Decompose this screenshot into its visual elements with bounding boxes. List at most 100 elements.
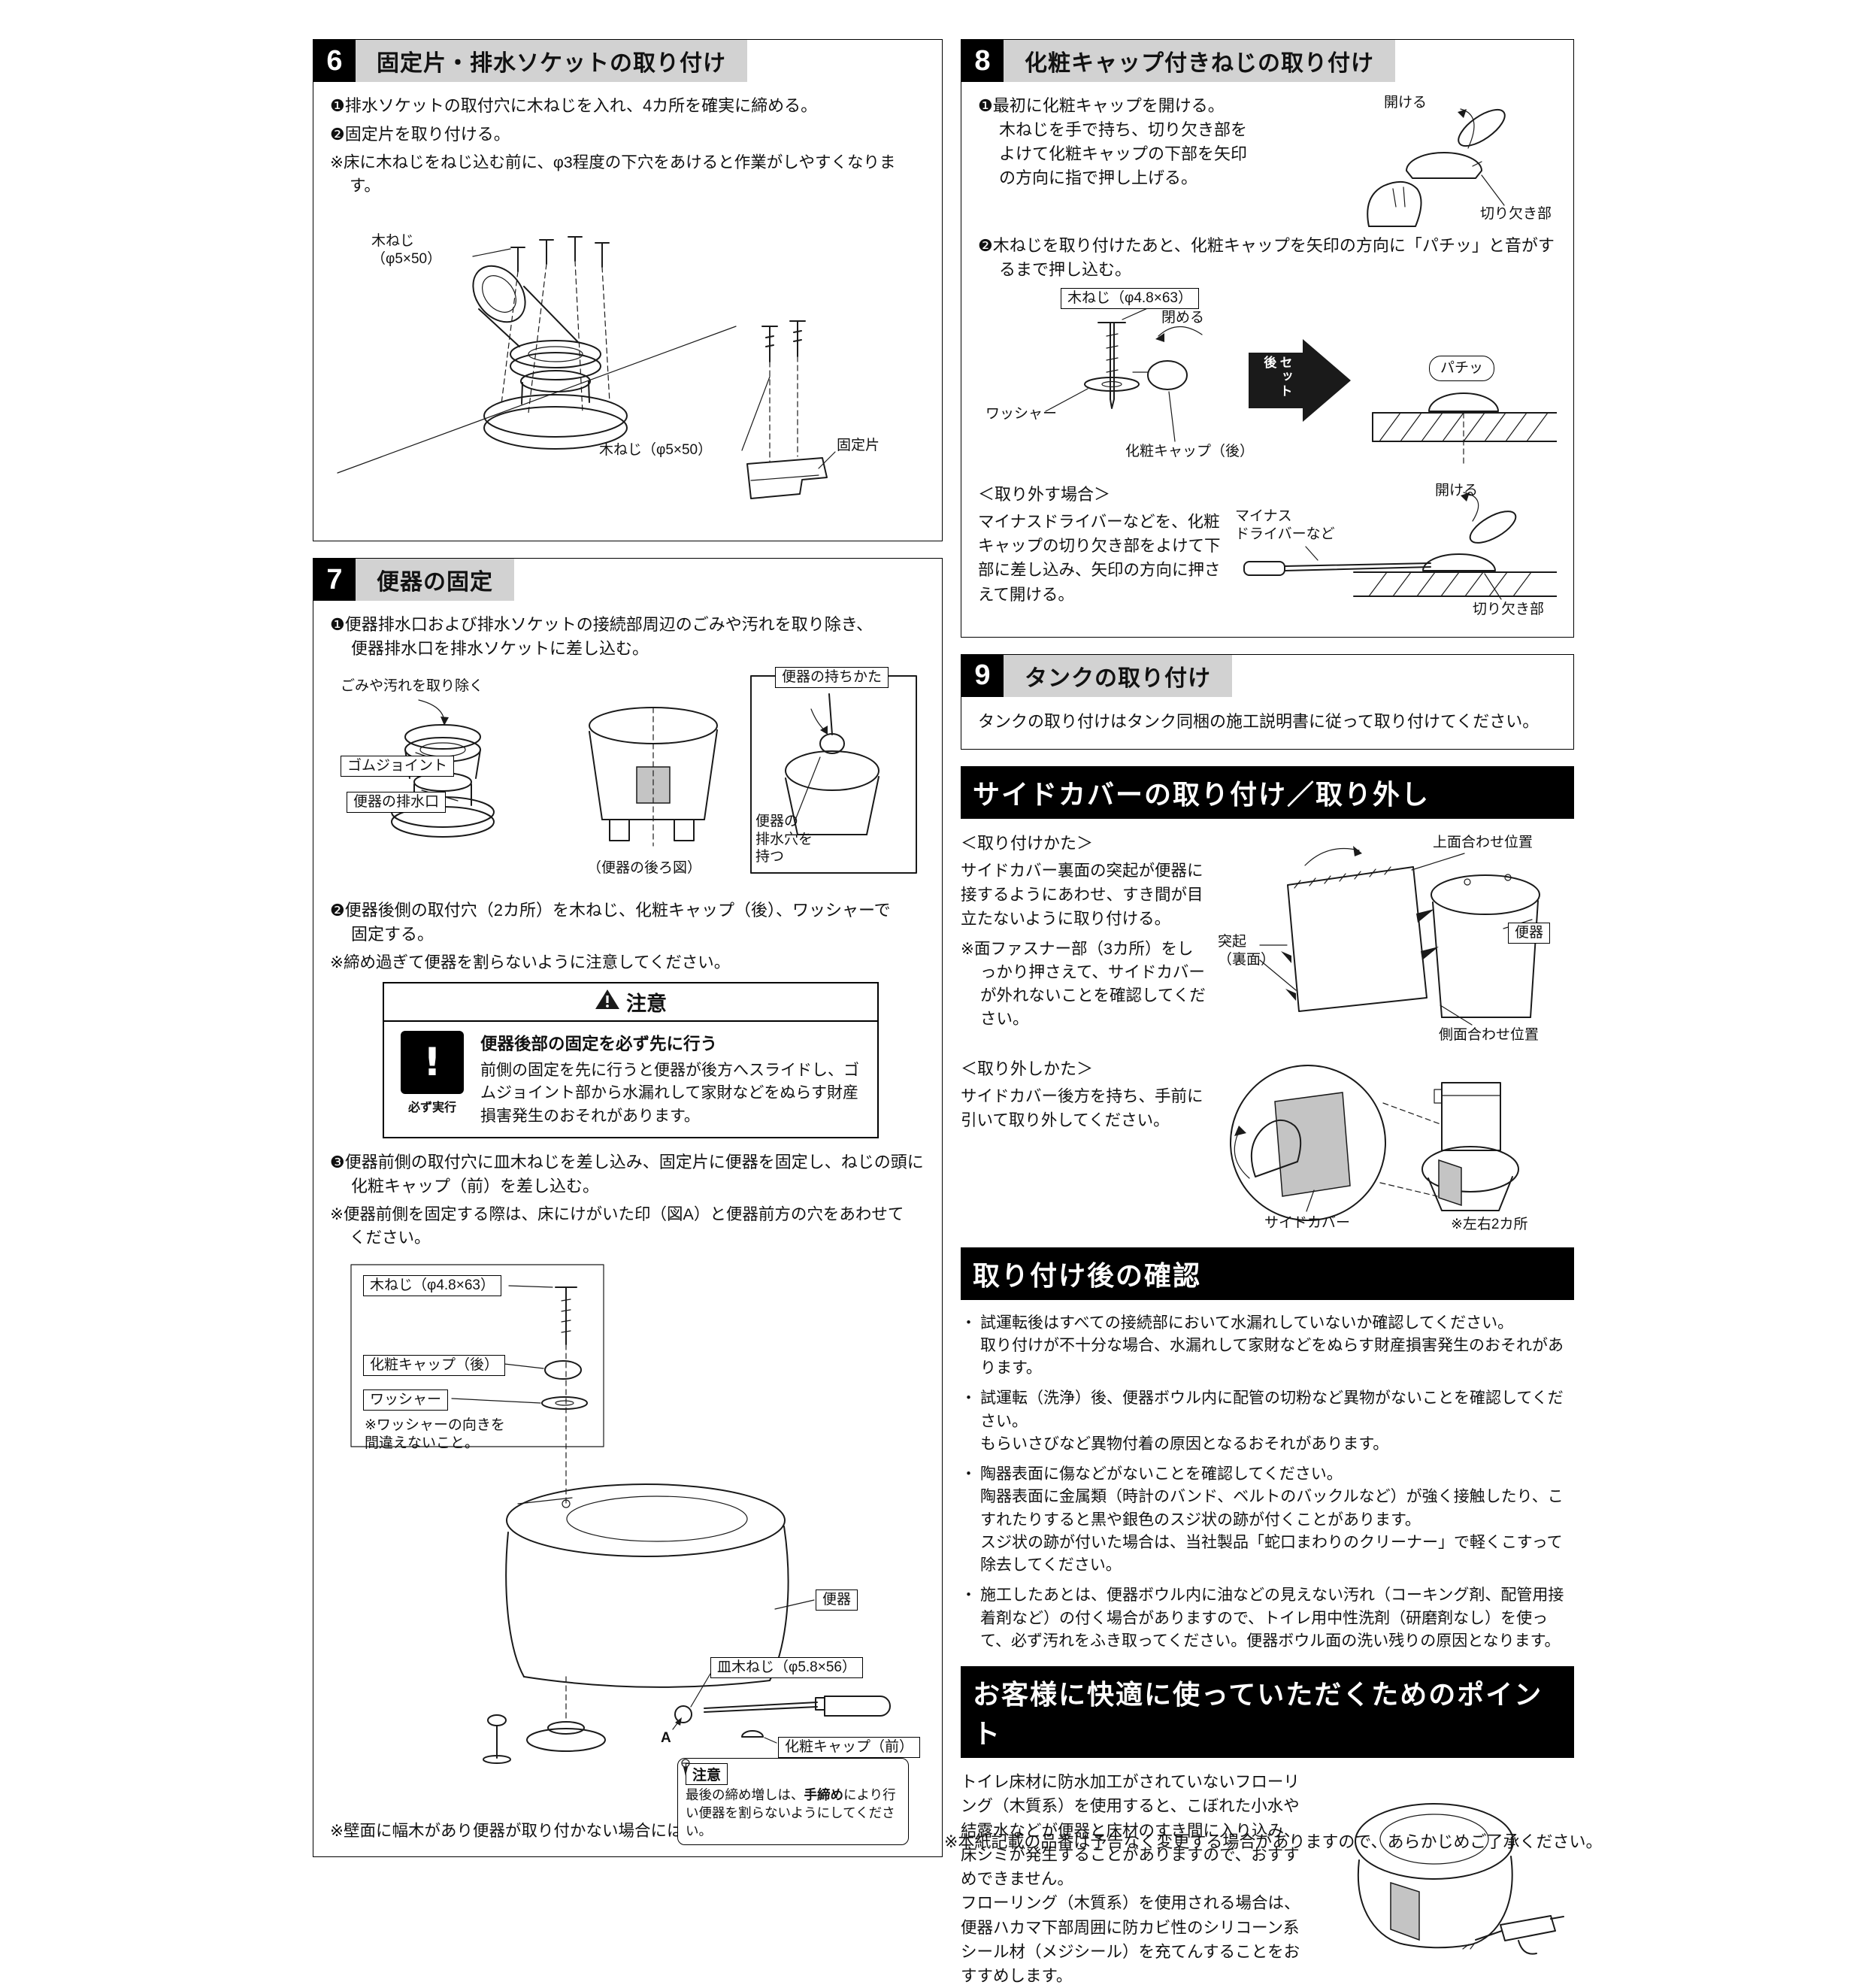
label-washer: ワッシャー [363, 1389, 449, 1411]
label-toilet: 便器 [1508, 922, 1551, 944]
step-text: ❶排水ソケットの取付穴に木ねじを入れ、4カ所を確実に締める。 [330, 96, 818, 115]
mini-caution-box: 注意 最後の締め増しは、手締めにより行い便器を割らないようにしてください。 [677, 1758, 909, 1846]
check-section: 取り付け後の確認 試運転後はすべての接続部において水漏れしていないか確認してくだ… [961, 1247, 1574, 1660]
mini-caution-header: 注意 [681, 1759, 901, 1786]
label-remove-dirt: ごみや汚れを取り除く [341, 677, 484, 694]
check-item: 試運転後はすべての接続部において水漏れしていないか確認してください。 取り付けが… [961, 1312, 1574, 1380]
label-wood-screw-2: 木ねじ（φ5×50） [599, 442, 713, 459]
mini-caution-text: 最後の締め増しは、手締めにより行い便器を割らないようにしてください。 [686, 1786, 901, 1840]
section-9-title: タンクの取り付け [1004, 654, 1232, 697]
drain-socket-diagram: 木ねじ （φ5×50） 木ねじ（φ5×50） 固定片 [330, 202, 924, 526]
step-text: ❷固定片を取り付ける。 [330, 124, 510, 144]
caution-body: ! 必ず実行 便器後部の固定を必ず先に行う 前側の固定を先に行うと便器が後方へス… [384, 1022, 877, 1137]
section-6: 6 固定片・排水ソケットの取り付け ❶排水ソケットの取付穴に木ねじを入れ、4カ所… [313, 39, 943, 542]
label-wood-screw-1: 木ねじ （φ5×50） [371, 233, 442, 267]
label-rear-view-caption: （便器の後ろ図） [587, 859, 702, 876]
side-cover-detach-diagram: サイドカバー ※左右2カ所 [1216, 1056, 1570, 1237]
section-9: 9 タンクの取り付け タンクの取り付けはタンク同梱の施工説明書に従って取り付けて… [961, 653, 1574, 750]
left-column: 6 固定片・排水ソケットの取り付け ❶排水ソケットの取付穴に木ねじを入れ、4カ所… [313, 39, 943, 1988]
side-cover-attach-illustration [1259, 845, 1540, 1026]
caution-header: 注意 [384, 983, 877, 1022]
label-flat-driver: マイナス ドライバーなど [1235, 508, 1335, 542]
drain-socket-illustration [337, 236, 836, 500]
label-wood-screw: 木ねじ（φ4.8×63） [363, 1275, 501, 1297]
label-close: 閉める [1161, 309, 1205, 326]
cap-open-illustration [1367, 108, 1506, 227]
section-8-body: ❶最初に化粧キャップを開ける。 木ねじを手で持ち、切り欠き部をよけて化粧キャップ… [961, 82, 1573, 637]
must-do-label: 必ず実行 [407, 1101, 456, 1114]
step-text: ❷木ねじを取り付けたあと、化粧キャップを矢印の方向に「パチッ」と音がするまで押し… [978, 236, 1555, 279]
section-6-title: 固定片・排水ソケットの取り付け [356, 40, 747, 82]
cap-close-illustration [1045, 299, 1557, 465]
sealant-illustration [1355, 1803, 1564, 1955]
label-protrusion: 突起 （裏面） [1218, 933, 1276, 968]
points-body: トイレ床材に防水加工がされていないフローリング（木質系）を使用すると、こぼれた小… [961, 1773, 1300, 1986]
label-side-align: 側面合わせ位置 [1439, 1026, 1540, 1043]
section-6-number: 6 [313, 40, 356, 82]
label-notch: 切り欠き部 [1480, 206, 1552, 222]
detach-text-block: ＜取り外しかた＞ サイドカバー後方を持ち、手前に引いて取り外してください。 [961, 1056, 1209, 1237]
caution-text-column: 便器後部の固定を必ず先に行う 前側の固定を先に行うと便器が後方へスライドし、ゴム… [480, 1031, 867, 1128]
label-set-after: セット後 [1261, 355, 1292, 399]
label-cap-rear: 化粧キャップ（後） [363, 1355, 506, 1377]
note-text: ※便器前側を固定する際は、床にけがいた印（図A）と便器前方の穴をあわせて くださ… [330, 1205, 904, 1247]
detach-title: ＜取り外しかた＞ [961, 1059, 1094, 1078]
mini-caution-post: により行い便器を割らないようにしてください。 [686, 1787, 896, 1838]
manual-page: 6 固定片・排水ソケットの取り付け ❶排水ソケットの取付穴に木ねじを入れ、4カ所… [0, 0, 1865, 1865]
check-item: 試運転（洗浄）後、便器ボウル内に配管の切粉など異物がないことを確認してください。… [961, 1387, 1574, 1456]
removal-body: マイナスドライバーなどを、化粧キャップの切り欠き部をよけて下部に差し込み、矢印の… [978, 512, 1221, 604]
points-row: トイレ床材に防水加工がされていないフローリング（木質系）を使用すると、こぼれた小… [961, 1770, 1574, 1988]
note-text: ※締め過ぎて便器を割らないように注意してください。 [330, 953, 731, 971]
sealant-diagram [1322, 1770, 1570, 1959]
label-notch: 切り欠き部 [1473, 601, 1545, 617]
label-how-to-hold: 便器の持ちかた [775, 666, 889, 688]
side-cover-attach-diagram: 上面合わせ位置 便器 突起 （裏面） 側面合わせ位置 [1216, 831, 1570, 1049]
label-open: 開ける [1384, 95, 1428, 111]
section-9-number: 9 [961, 654, 1004, 697]
note-text: ※床に木ねじをねじ込む前に、φ3程度の下穴をあけると作業がしやすくなります。 [330, 153, 896, 195]
section-8-title: 化粧キャップ付きねじの取り付け [1004, 40, 1395, 82]
check-banner: 取り付け後の確認 [961, 1247, 1574, 1300]
toilet-fixing-illustration [350, 1264, 891, 1765]
step-text: ❶便器排水口および排水ソケットの接続部周辺のごみや汚れを取り除き、 便器排水口を… [330, 615, 873, 659]
section-8: 8 化粧キャップ付きねじの取り付け ❶最初に化粧キャップを開ける。 木ねじを手で… [961, 39, 1574, 638]
two-column-layout: 6 固定片・排水ソケットの取り付け ❶排水ソケットの取付穴に木ねじを入れ、4カ所… [313, 39, 1865, 1988]
removal-row: ＜取り外す場合＞ マイナスドライバーなどを、化粧キャップの切り欠き部をよけて下部… [978, 482, 1557, 622]
section-9-body: タンクの取り付けはタンク同梱の施工説明書に従って取り付けてください。 [961, 697, 1573, 749]
label-rubber-joint: ゴムジョイント [341, 755, 455, 777]
detach-body: サイドカバー後方を持ち、手前に引いて取り外してください。 [961, 1086, 1203, 1130]
right-column: 8 化粧キャップ付きねじの取り付け ❶最初に化粧キャップを開ける。 木ねじを手で… [961, 39, 1574, 1988]
part-number-note: ※本紙記載の品番は予告なく変更する場合がありますので、あらかじめご了承ください。 [944, 1832, 1603, 1851]
cap-removal-illustration [1243, 492, 1557, 600]
section-7: 7 便器の固定 ❶便器排水口および排水ソケットの接続部周辺のごみや汚れを取り除き… [313, 558, 943, 1858]
step-text: ❷便器後側の取付穴（2カ所）を木ねじ、化粧キャップ（後）、ワッシャーで 固定する… [330, 900, 891, 944]
label-wood-screw: 木ねじ（φ4.8×63） [1061, 287, 1199, 309]
toilet-fixing-diagram: 木ねじ（φ4.8×63） 化粧キャップ（後） ワッシャー ※ワッシャーの向きを … [330, 1256, 924, 1846]
check-item: 陶器表面に傷などがないことを確認してください。 陶器表面に金属類（時計のバンド、… [961, 1463, 1574, 1577]
exclamation-icon: ! [423, 1039, 441, 1085]
section-7-title: 便器の固定 [356, 559, 514, 602]
section-7-header: 7 便器の固定 [313, 559, 942, 602]
section-9-header: 9 タンクの取り付け [961, 654, 1573, 697]
attach-text-block: ＜取り付けかた＞ サイドカバー裏面の突起が便器に接するようにあわせ、すき間が目立… [961, 831, 1209, 1049]
removal-text-block: ＜取り外す場合＞ マイナスドライバーなどを、化粧キャップの切り欠き部をよけて下部… [978, 482, 1226, 622]
caution-box: 注意 ! 必ず実行 便器後部の固定を必ず先に行う 前側の固 [383, 981, 879, 1139]
side-cover-banner: サイドカバーの取り付け／取り外し [961, 765, 1574, 819]
mini-caution-bold: 手締め [804, 1787, 844, 1803]
label-washer-note: ※ワッシャーの向きを 間違えないこと。 [365, 1417, 505, 1452]
caution-word: 注意 [626, 992, 667, 1015]
label-flat-screw: 皿木ねじ（φ5.8×56） [710, 1657, 863, 1679]
cap-removal-diagram: マイナス ドライバーなど 開ける 切り欠き部 [1234, 482, 1557, 622]
cap-open-diagram: 開ける 切り欠き部 [1256, 94, 1557, 228]
label-open: 開ける [1435, 482, 1479, 499]
label-mark-a: A [661, 1730, 671, 1747]
attach-body: サイドカバー裏面の突起が便器に接するようにあわせ、すき間が目立たないように取り付… [961, 861, 1203, 929]
step-text: ❸便器前側の取付穴に皿木ねじを差し込み、固定片に便器を固定し、ねじの頭に 化粧キ… [330, 1153, 924, 1196]
cap-close-diagram: 木ねじ（φ4.8×63） 閉める ワッシャー 化粧キャップ（後） セット後 パチ… [978, 286, 1557, 476]
check-list: 試運転後はすべての接続部において水漏れしていないか確認してください。 取り付けが… [961, 1312, 1574, 1653]
label-both-sides: ※左右2カ所 [1451, 1216, 1528, 1232]
caution-text: 前側の固定を先に行うと便器が後方へスライドし、ゴムジョイント部から水漏れして家財… [480, 1061, 859, 1125]
label-cap-rear: 化粧キャップ（後） [1125, 443, 1255, 459]
toilet-insert-diagram: ごみや汚れを取り除く ゴムジョイント 便器の排水口 （便器の後ろ図） 便器の持ち… [330, 665, 924, 891]
attach-note: ※面ファスナー部（3カ所）をしっかり押さえて、サイドカバーが外れないことを確認し… [961, 939, 1206, 1029]
